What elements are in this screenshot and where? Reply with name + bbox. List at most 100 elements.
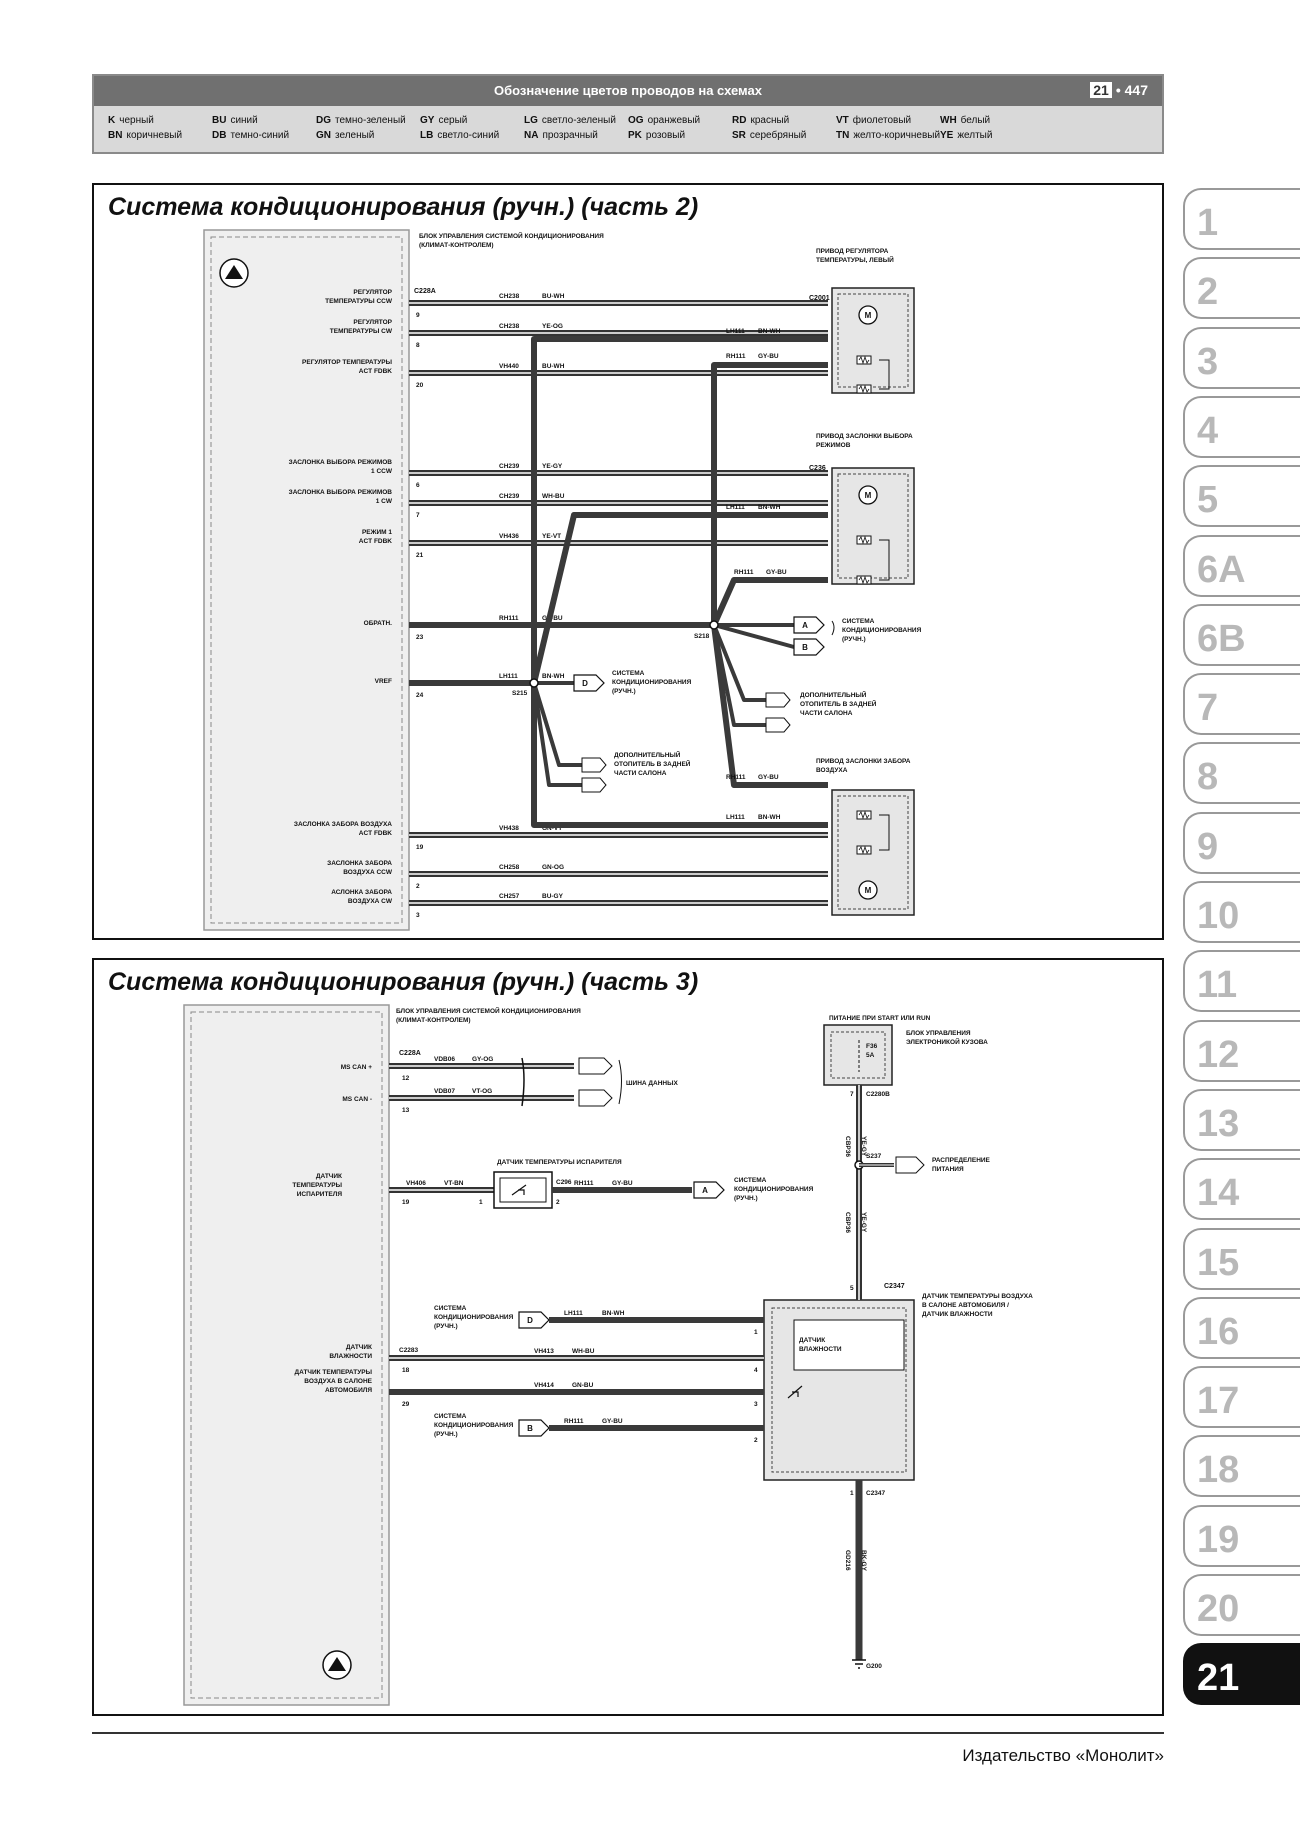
actuator-box	[831, 467, 915, 585]
chapter-tab-5[interactable]: 5	[1183, 465, 1300, 528]
evap-sensor-inner	[499, 1177, 547, 1203]
actuator-inner	[837, 795, 909, 910]
chapter-tab-15[interactable]: 15	[1183, 1227, 1300, 1290]
wire-color: GY-BU	[612, 1180, 633, 1187]
power-dist-label: РАСПРЕДЕЛЕНИЕ	[932, 1157, 991, 1164]
ref-label: (РУЧН.)	[842, 636, 866, 643]
wire-circuit: VH440	[499, 363, 519, 370]
wire-color: YE-GY	[542, 463, 563, 470]
chapter-tab-21[interactable]: 21	[1183, 1643, 1300, 1706]
chapter-tab-10[interactable]: 10	[1183, 881, 1300, 943]
wire-color: BN-WH	[758, 814, 781, 821]
wire-circuit: LH111	[499, 673, 518, 680]
chapter-tab-9[interactable]: 9	[1183, 811, 1300, 874]
wire-color: WH-BU	[572, 1348, 595, 1355]
tab-label: 17	[1197, 1380, 1240, 1423]
control-module-inner	[190, 1011, 383, 1699]
potentiometer-link	[879, 814, 890, 851]
splice-label: S215	[512, 690, 528, 697]
wire-circuit: LH111	[726, 504, 745, 511]
heater-connector	[581, 777, 607, 793]
heater-connector	[581, 757, 607, 773]
wire-circuit: VH436	[499, 533, 519, 540]
wire-circuit: CH238	[499, 293, 520, 300]
chapter-tab-11[interactable]: 11	[1183, 950, 1300, 1013]
wire-color: GY-OG	[472, 1056, 493, 1063]
legend-header: Обозначение цветов проводов на схемах 21…	[94, 76, 1162, 106]
chapter-tab-19[interactable]: 19	[1183, 1504, 1300, 1567]
module-title: (КЛИМАТ-КОНТРОЛЕМ)	[419, 242, 494, 249]
heater-label: ОТОПИТЕЛЬ В ЗАДНЕЙ	[800, 699, 877, 708]
wire-circuit: RH111	[726, 353, 746, 360]
cabin-sensor-inner	[771, 1307, 907, 1473]
pin-label: ВОЗДУХА CCW	[343, 869, 393, 876]
wire-color: BU-WH	[542, 363, 565, 370]
pin-label: ДАТЧИК	[316, 1173, 342, 1180]
chapter-tab-17[interactable]: 17	[1183, 1366, 1300, 1429]
chapter-tab-18[interactable]: 18	[1183, 1435, 1300, 1498]
wire-circuit: CH258	[499, 864, 520, 871]
chapter-tab-3[interactable]: 3	[1183, 326, 1300, 389]
pin-label: ЗАСЛОНКА ЗАБОРА ВОЗДУХА	[294, 821, 392, 828]
pin-number: 7	[416, 512, 420, 519]
chapter-tab-7[interactable]: 7	[1183, 673, 1300, 736]
pin-number: 8	[416, 342, 420, 349]
tab-label: 7	[1197, 687, 1219, 730]
wire-circuit: VDB07	[434, 1088, 455, 1095]
pin-label: АВТОМОБИЛЯ	[325, 1387, 372, 1394]
chapter-tab-12[interactable]: 12	[1183, 1019, 1300, 1082]
chapter-tab-20[interactable]: 20	[1183, 1574, 1300, 1636]
wire-color: YE-GY	[860, 1212, 867, 1233]
actuator-inner	[837, 293, 909, 388]
chapter-tab-13[interactable]: 13	[1183, 1088, 1300, 1151]
connector-ref-tag: B	[527, 1424, 533, 1433]
chapter-tab-8[interactable]: 8	[1183, 742, 1300, 805]
wire-color: GN-BU	[572, 1382, 594, 1389]
wire-color: BU-WH	[542, 293, 565, 300]
wire-color: GY-BU	[602, 1418, 623, 1425]
ref-label: СИСТЕМА	[734, 1177, 767, 1184]
wire-circuit: CH238	[499, 323, 520, 330]
module-title: БЛОК УПРАВЛЕНИЯ СИСТЕМОЙ КОНДИЦИОНИРОВАН…	[419, 231, 604, 240]
pin-number: 2	[754, 1437, 758, 1444]
pin-label: ДАТЧИК	[346, 1344, 372, 1351]
chapter-tab-14[interactable]: 14	[1183, 1158, 1300, 1221]
diagram-part-3: Система кондиционирования (ручн.) (часть…	[92, 958, 1164, 1716]
chapter-tab-6a[interactable]: 6A	[1183, 534, 1300, 597]
chapter-tab-2[interactable]: 2	[1183, 257, 1300, 320]
wire-color: VT-OG	[472, 1088, 492, 1095]
actuator-label: ПРИВОД ЗАСЛОНКИ ЗАБОРА	[816, 758, 911, 765]
wire-color: VT-BN	[444, 1180, 464, 1187]
thermistor-icon	[511, 1184, 527, 1196]
wire-color: YE-OG	[542, 323, 563, 330]
wire-color: BK-GY	[860, 1550, 867, 1572]
pin-label: РЕГУЛЯТОР ТЕМПЕРАТУРЫ	[302, 359, 392, 366]
chapter-tab-16[interactable]: 16	[1183, 1296, 1300, 1359]
tab-label: 10	[1197, 895, 1240, 937]
resistor-zigzag	[858, 845, 870, 855]
pin-number: 3	[416, 912, 420, 919]
chapter-tab-1[interactable]: 1	[1183, 188, 1300, 250]
pin-label: РЕГУЛЯТОР	[353, 319, 392, 326]
pin-number: 13	[402, 1107, 410, 1114]
ref-label: СИСТЕМА	[612, 670, 645, 677]
motor-icon	[858, 880, 878, 900]
module-title: (КЛИМАТ-КОНТРОЛЕМ)	[396, 1017, 471, 1024]
pin-number: 19	[402, 1199, 410, 1206]
bcm-inner	[830, 1031, 886, 1079]
wire-lh111	[531, 512, 828, 684]
pin-label: ACT FDBK	[359, 368, 393, 375]
chapter-tab-6b[interactable]: 6B	[1183, 603, 1300, 666]
tab-label: 14	[1197, 1172, 1240, 1215]
pin-number: 4	[754, 1367, 758, 1374]
wire-circuit: CBP36	[844, 1136, 851, 1157]
pin-label: ОБРАТН.	[364, 620, 393, 627]
chapter-tab-4[interactable]: 4	[1183, 395, 1300, 458]
